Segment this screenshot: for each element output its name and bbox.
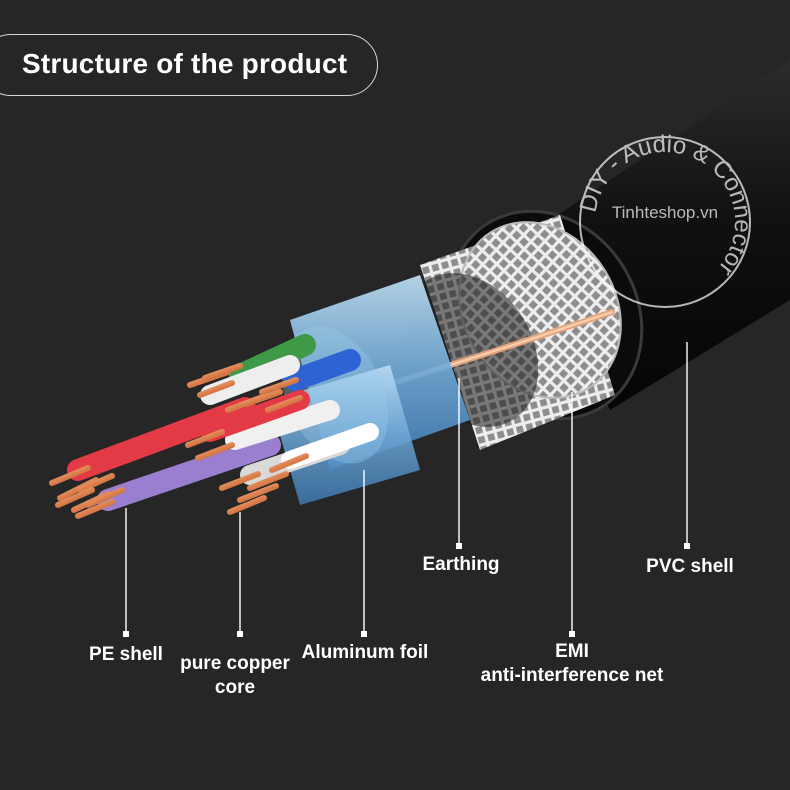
label-emi-line2: anti-interference net	[480, 665, 664, 686]
label-pure-copper-core-line2: core	[214, 677, 256, 698]
label-pure-copper-core-line1: pure copper	[180, 653, 290, 674]
label-emi: EMI anti-interference net	[462, 640, 682, 688]
label-pure-copper-core: pure copper core	[170, 652, 300, 700]
label-pvc-shell-text: PVC shell	[646, 556, 734, 577]
watermark-site-text: Tinhteshop.vn	[612, 203, 718, 222]
label-pe-shell: PE shell	[70, 643, 182, 667]
label-emi-line1: EMI	[555, 641, 589, 662]
label-aluminum-foil: Aluminum foil	[292, 641, 438, 665]
label-pvc-shell: PVC shell	[636, 555, 744, 579]
title-pill	[0, 34, 378, 96]
label-pe-shell-text: PE shell	[89, 644, 163, 665]
page-title: Structure of the product	[22, 48, 348, 79]
leader-dots	[123, 543, 690, 637]
label-earthing-text: Earthing	[422, 554, 500, 575]
copper-cores	[49, 363, 309, 519]
leader-lines	[125, 342, 688, 634]
label-aluminum-foil-text: Aluminum foil	[301, 642, 429, 663]
label-earthing: Earthing	[410, 553, 512, 577]
